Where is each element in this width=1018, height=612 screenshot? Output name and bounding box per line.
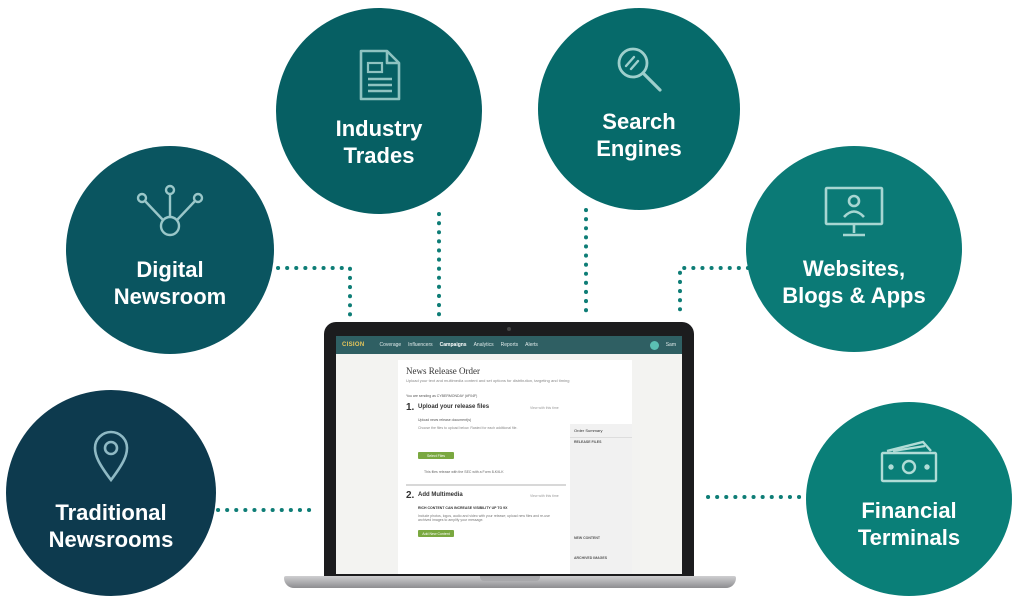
node-financial-terminals: Financial Terminals <box>806 402 1012 596</box>
step-2-number: 2. <box>406 490 415 501</box>
page-subtitle: Upload your text and multimedia content … <box>406 378 570 383</box>
magnifier-icon <box>617 47 662 92</box>
step-2-link[interactable]: View with this time <box>530 494 559 498</box>
step-1-number: 1. <box>406 402 415 413</box>
nav-coverage[interactable]: Coverage <box>379 342 402 348</box>
laptop-screen: CISION Coverage Influencers Campaigns An… <box>336 336 682 574</box>
brand-logo[interactable]: CISION <box>342 342 365 348</box>
add-new-content-button[interactable]: Add New Content <box>418 530 454 537</box>
connector-digital-newsroom <box>276 266 352 320</box>
node-digital-newsroom: Digital Newsroom <box>66 146 274 354</box>
nav-campaigns[interactable]: Campaigns <box>439 342 467 348</box>
nav-alerts[interactable]: Alerts <box>525 342 538 348</box>
step-2-text: Include photos, logos, audio and video w… <box>418 514 550 522</box>
app-navbar: CISION Coverage Influencers Campaigns An… <box>336 336 682 354</box>
order-summary-panel: Order Summary RELEASE FILES NEW CONTENT … <box>570 424 632 574</box>
camera-icon <box>507 327 511 331</box>
network-icon <box>136 184 204 237</box>
step-1-link[interactable]: View with this time <box>530 406 559 410</box>
laptop-notch <box>480 576 540 581</box>
laptop-lid: CISION Coverage Influencers Campaigns An… <box>324 322 694 578</box>
connector-websites <box>678 266 750 320</box>
nav-analytics[interactable]: Analytics <box>473 342 494 348</box>
step-1-title: Upload your release files <box>418 404 490 410</box>
node-search-engines: Search Engines <box>538 8 740 210</box>
laptop: CISION Coverage Influencers Campaigns An… <box>284 322 736 612</box>
summary-new-content: NEW CONTENT <box>574 536 601 540</box>
node-traditional-newsrooms: Traditional Newsrooms <box>6 390 216 596</box>
node-label: Traditional Newsrooms <box>48 500 174 552</box>
node-label: Industry Trades <box>335 116 423 168</box>
sending-as: You are sending as CYBERMONDAY (#F04F) <box>406 394 478 398</box>
laptop-base <box>284 576 736 588</box>
location-pin-icon <box>93 430 129 483</box>
node-websites-blogs-apps: Websites, Blogs & Apps <box>746 146 962 352</box>
node-industry-trades: Industry Trades <box>276 8 482 214</box>
document-icon <box>359 49 401 101</box>
summary-archived-images: ARCHIVED IMAGES <box>574 556 608 560</box>
order-form: News Release Order Upload your text and … <box>398 360 632 574</box>
order-summary-title: Order Summary <box>570 424 632 438</box>
page-title: News Release Order <box>406 366 480 376</box>
nav-influencers[interactable]: Influencers <box>408 342 433 348</box>
money-icon <box>880 440 938 483</box>
summary-release-files: RELEASE FILES <box>574 440 602 444</box>
select-files-button[interactable]: Select Files <box>418 452 454 459</box>
step-1-help: Choose the files to upload below. Rasted… <box>418 426 518 430</box>
avatar[interactable] <box>649 340 659 350</box>
nav-reports[interactable]: Reports <box>500 342 519 348</box>
node-label: Digital Newsroom <box>113 257 227 309</box>
step-2-heading: RICH CONTENT CAN INCREASE VISIBILITY UP … <box>418 506 508 510</box>
node-label: Financial Terminals <box>857 498 961 550</box>
node-label: Search Engines <box>596 109 682 161</box>
user-menu[interactable]: Sam <box>665 342 676 348</box>
step-2-title: Add Multimedia <box>418 492 463 498</box>
node-label: Websites, Blogs & Apps <box>782 256 926 308</box>
sec-checkbox-label[interactable]: This files release with the SEC with a F… <box>424 470 504 474</box>
step-1-text: Upload news release document(s) <box>418 418 472 422</box>
monitor-user-icon <box>824 186 884 237</box>
divider <box>406 484 566 486</box>
